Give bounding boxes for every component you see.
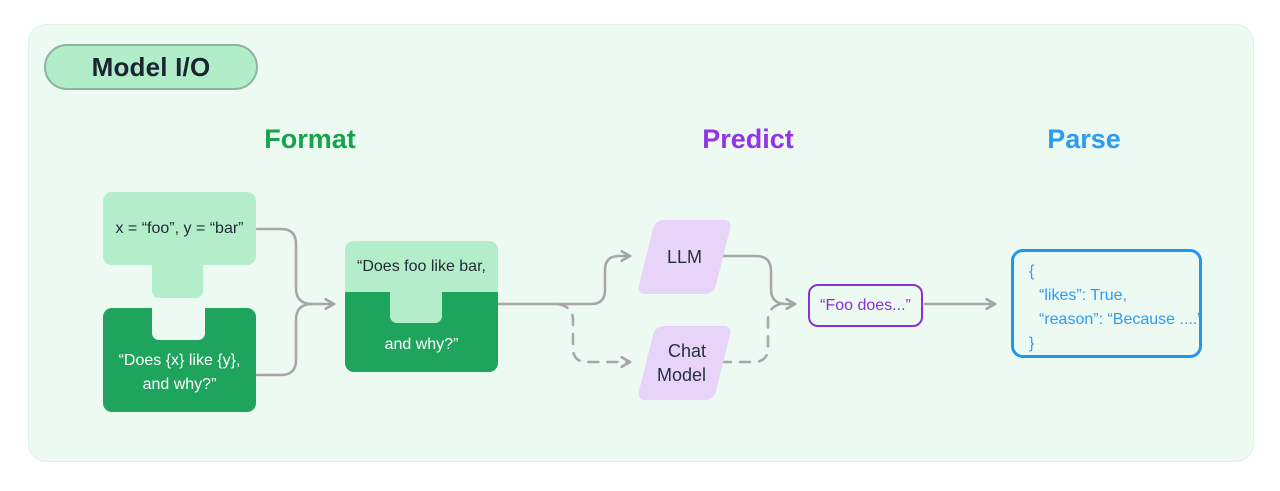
- parse-heading: Parse: [1047, 124, 1121, 154]
- parsed-output-line3: “reason”: “Because ....”: [1039, 311, 1203, 328]
- formatted-prompt-top-node: “Does foo like bar,: [345, 241, 498, 292]
- prompt-template-line1: “Does {x} like {y},: [118, 352, 241, 369]
- parsed-output-line2: “likes”: True,: [1039, 287, 1128, 304]
- prompt-template-line2: and why?”: [142, 376, 217, 393]
- chat-model-line2: Model: [656, 365, 707, 385]
- formatted-prompt-bottom-node: and why?”: [345, 292, 498, 372]
- format-heading: Format: [264, 124, 356, 154]
- completion-text: “Foo does...”: [820, 296, 911, 314]
- prompt-template-node: “Does {x} like {y}, and why?”: [103, 308, 256, 412]
- input-variables-node: x = “foo”, y = “bar”: [103, 192, 256, 265]
- llm-label: LLM: [666, 247, 702, 267]
- model-io-badge-label: Model I/O: [91, 51, 211, 82]
- completion-node: “Foo does...”: [808, 284, 923, 327]
- formatted-prompt-tab: [390, 292, 442, 323]
- prompt-template-notch: [152, 308, 205, 340]
- predict-heading: Predict: [702, 124, 794, 154]
- parsed-output-line1: {: [1029, 263, 1035, 280]
- parsed-output-line4: }: [1029, 335, 1035, 352]
- formatted-prompt-line2: and why?”: [384, 336, 459, 353]
- input-variables-tab: [152, 263, 203, 298]
- formatted-prompt-line1: “Does foo like bar,: [357, 257, 486, 275]
- input-variables-text: x = “foo”, y = “bar”: [115, 219, 244, 237]
- chat-model-line1: Chat: [668, 341, 707, 361]
- model-io-badge: Model I/O: [44, 44, 258, 90]
- parsed-output-node: { “likes”: True, “reason”: “Because ....…: [1011, 249, 1203, 358]
